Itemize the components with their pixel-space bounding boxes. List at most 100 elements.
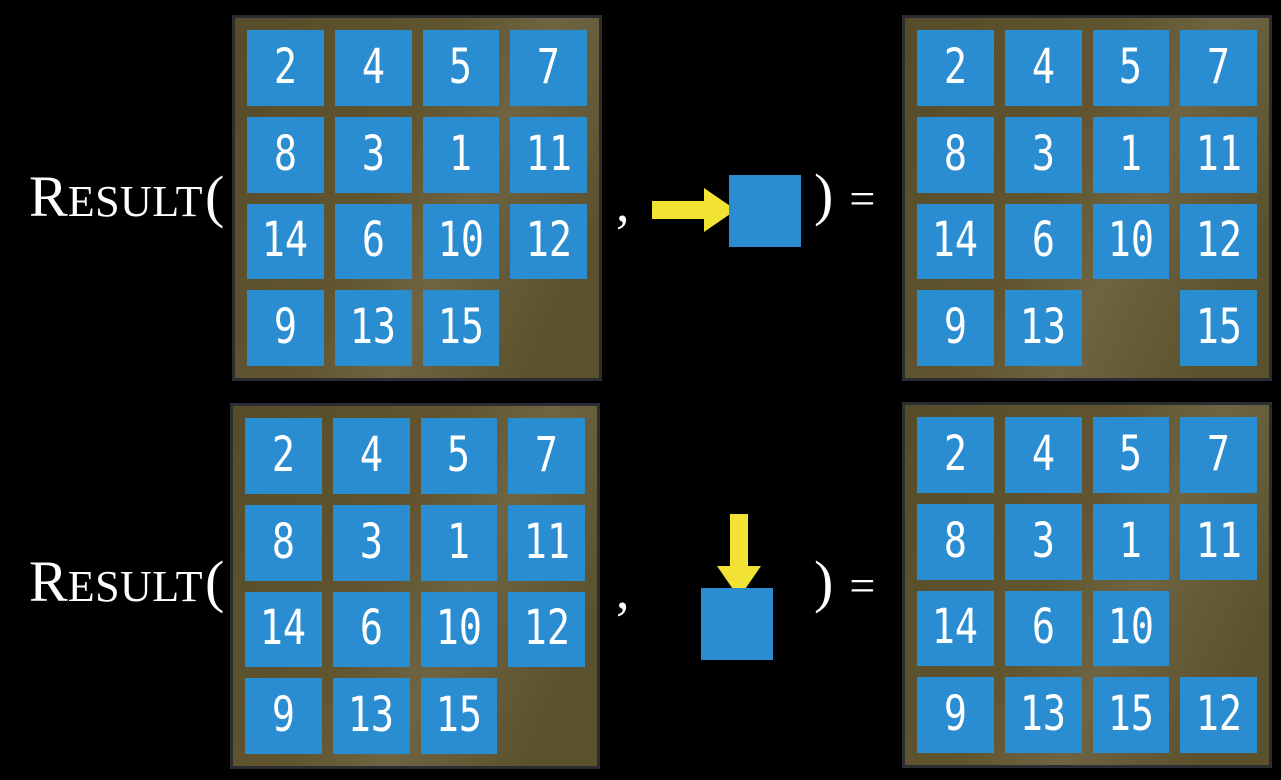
tile-number: 7 [537, 38, 561, 95]
tile-number: 6 [359, 600, 383, 657]
tile-number: 6 [1031, 599, 1055, 656]
tile-number: 1 [1119, 512, 1143, 569]
tile-number: 11 [1195, 512, 1242, 569]
tile-number: 9 [273, 299, 297, 356]
tile-number: 5 [447, 426, 471, 483]
tile-number: 12 [1195, 686, 1242, 743]
tile-number: 12 [1195, 212, 1242, 269]
puzzle-tile: 6 [1004, 203, 1082, 280]
tile-number: 14 [932, 599, 979, 656]
tile-number: 4 [1031, 38, 1055, 95]
function-initial: R [29, 164, 68, 229]
puzzle-tile: 9 [917, 677, 994, 753]
puzzle-tile: 4 [1004, 417, 1082, 493]
tile-number: 9 [943, 299, 967, 356]
tile-number: 4 [361, 38, 385, 95]
puzzle-tile: 6 [334, 203, 412, 280]
tile-number: 3 [1031, 125, 1055, 182]
close-paren-equals: ) = [814, 166, 875, 224]
tile-number: 7 [1207, 38, 1231, 95]
tile-number: 1 [1119, 125, 1143, 182]
puzzle-tile: 14 [917, 203, 994, 280]
tile-number: 14 [260, 600, 307, 657]
puzzle-tile: 2 [917, 30, 994, 106]
tile-number: 3 [1031, 512, 1055, 569]
tile-number: 15 [437, 299, 484, 356]
tile-number: 11 [523, 513, 570, 570]
tile-number: 5 [449, 38, 473, 95]
moved-tile-square [729, 175, 801, 247]
equals-sign: = [849, 173, 876, 224]
puzzle-tile: 4 [1004, 30, 1082, 106]
puzzle-tile: 5 [422, 30, 500, 106]
moved-tile-square [701, 588, 773, 660]
puzzle-tile: 5 [420, 418, 498, 494]
puzzle-tile: 4 [332, 418, 410, 494]
puzzle-tile: 2 [247, 30, 324, 106]
comma: , [616, 173, 630, 233]
puzzle-tile: 9 [245, 678, 322, 754]
empty-cell [508, 678, 585, 754]
puzzle-tile: 8 [247, 116, 324, 193]
tile-number: 4 [1031, 425, 1055, 482]
puzzle-tile: 5 [1092, 30, 1170, 106]
puzzle-tile: 7 [1180, 30, 1257, 106]
puzzle-tile: 1 [422, 116, 500, 193]
tile-number: 12 [525, 212, 572, 269]
puzzle-tile: 1 [1092, 116, 1170, 193]
puzzle-tile: 10 [420, 591, 498, 668]
puzzle-tile: 10 [422, 203, 500, 280]
puzzle-tile: 11 [508, 504, 585, 581]
puzzle-tile: 14 [247, 203, 324, 280]
puzzle-tile: 12 [1180, 677, 1257, 753]
function-name: R ESULT ( [29, 168, 224, 226]
puzzle-tile: 1 [1092, 503, 1170, 580]
tile-number: 2 [943, 38, 967, 95]
puzzle-tile: 12 [1180, 203, 1257, 280]
tile-number: 8 [273, 125, 297, 182]
close-paren: ) [814, 549, 834, 614]
puzzle-tile: 8 [917, 503, 994, 580]
tile-number: 8 [943, 125, 967, 182]
puzzle-tile: 13 [1004, 290, 1082, 366]
puzzle-tile: 9 [247, 290, 324, 366]
tile-number: 2 [273, 38, 297, 95]
puzzle-tile: 2 [917, 417, 994, 493]
puzzle-tile: 12 [510, 203, 587, 280]
equals-sign: = [849, 560, 876, 611]
tile-number: 1 [447, 513, 471, 570]
puzzle-tile: 1 [420, 504, 498, 581]
close-paren-equals: ) = [814, 553, 875, 611]
puzzle-tile: 4 [334, 30, 412, 106]
tile-number: 10 [1107, 599, 1154, 656]
tile-number: 13 [347, 687, 395, 744]
tile-number: 2 [943, 425, 967, 482]
tile-number: 13 [1019, 299, 1067, 356]
tile-number: 3 [359, 513, 383, 570]
tile-number: 10 [435, 600, 482, 657]
tile-number: 11 [1195, 125, 1242, 182]
tile-number: 15 [435, 687, 482, 744]
tile-number: 1 [449, 125, 473, 182]
tile-number: 9 [943, 686, 967, 743]
tile-number: 15 [1107, 686, 1154, 743]
puzzle-tile: 7 [510, 30, 587, 106]
tile-number: 12 [523, 600, 570, 657]
puzzle-tile: 11 [1180, 503, 1257, 580]
puzzle-tile: 13 [332, 678, 410, 754]
puzzle-tile: 7 [1180, 417, 1257, 493]
tile-number: 7 [1207, 425, 1231, 482]
empty-cell [1180, 591, 1257, 667]
tile-number: 6 [361, 212, 385, 269]
puzzle-tile: 14 [917, 590, 994, 667]
puzzle-tile: 8 [245, 504, 322, 581]
puzzle-tile: 3 [334, 116, 412, 193]
tile-number: 10 [1107, 212, 1154, 269]
puzzle-tile: 6 [1004, 590, 1082, 667]
puzzle-tile: 15 [422, 290, 500, 366]
tile-number: 13 [349, 299, 397, 356]
tile-number: 4 [359, 426, 383, 483]
